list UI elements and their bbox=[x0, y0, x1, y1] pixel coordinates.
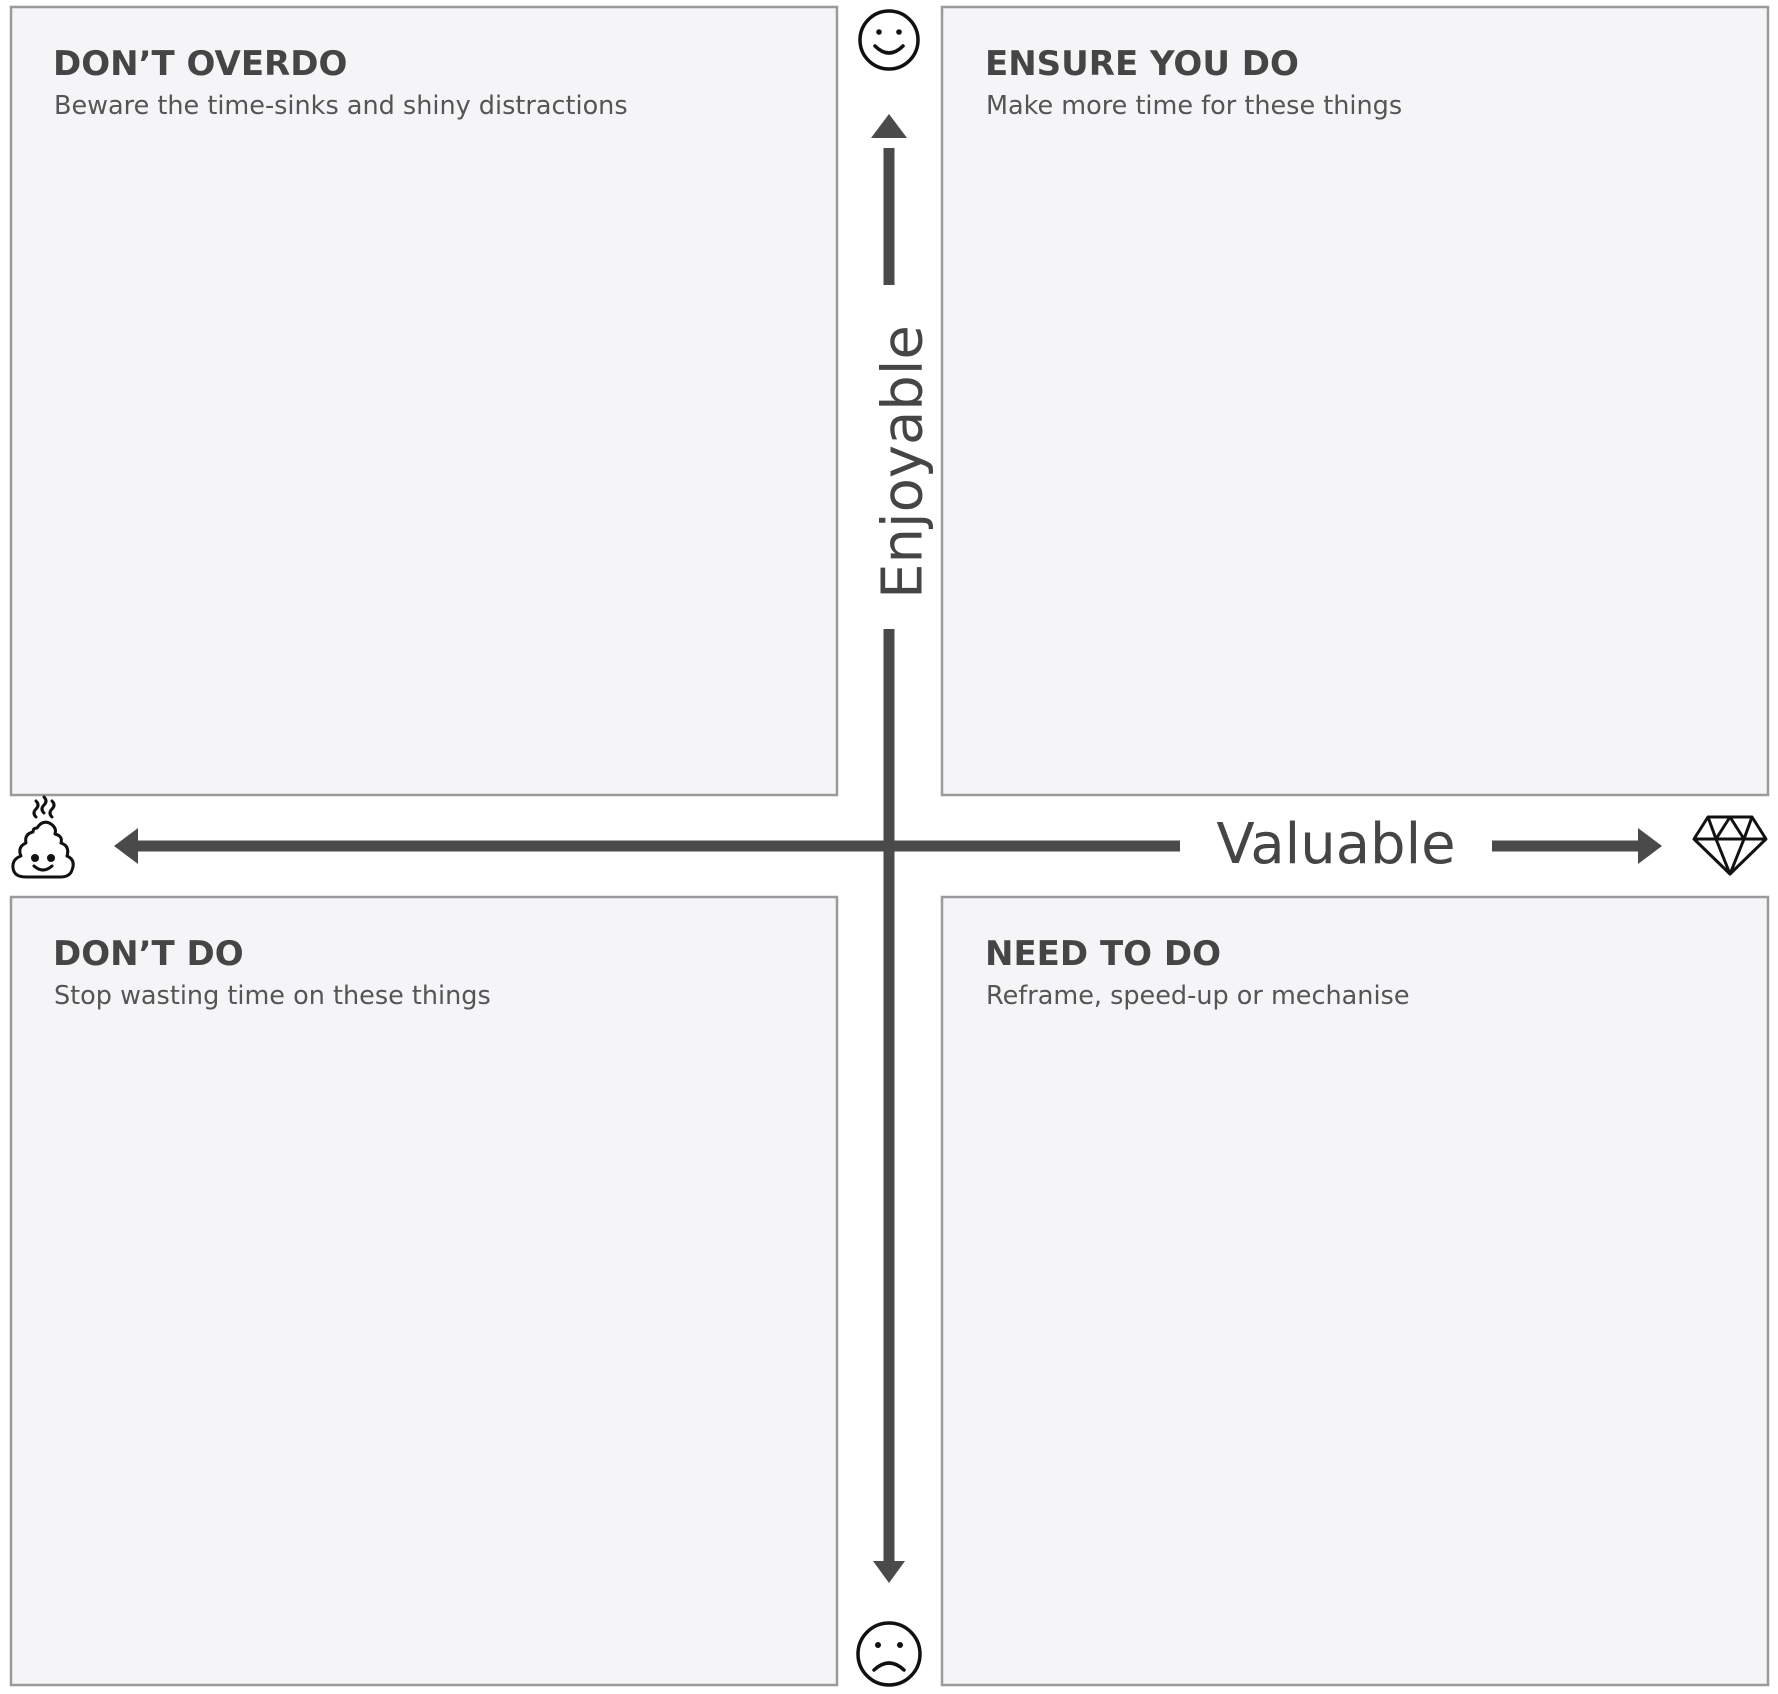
quadrant-title: ENSURE YOU DO bbox=[985, 44, 1299, 84]
quadrant-top-left: DON’T OVERDO Beware the time-sinks and s… bbox=[9, 5, 839, 797]
horizontal-axis-arrowhead-right bbox=[1638, 828, 1662, 864]
quadrant-title: DON’T DO bbox=[53, 934, 244, 974]
quadrant-bottom-right: NEED TO DO Reframe, speed-up or mechanis… bbox=[940, 895, 1770, 1687]
quadrant-top-right: ENSURE YOU DO Make more time for these t… bbox=[940, 5, 1770, 797]
quadrant-title: NEED TO DO bbox=[985, 934, 1221, 974]
vertical-axis: Enjoyable bbox=[871, 114, 936, 1583]
vertical-axis-arrowhead-up bbox=[871, 114, 907, 138]
poop-icon bbox=[11, 795, 75, 879]
quadrant-subtitle: Stop wasting time on these things bbox=[54, 981, 491, 1011]
horizontal-axis-label: Valuable bbox=[1216, 812, 1455, 877]
quadrant-subtitle: Reframe, speed-up or mechanise bbox=[986, 981, 1410, 1011]
smiley-face-icon bbox=[858, 9, 920, 71]
vertical-axis-label: Enjoyable bbox=[871, 325, 936, 599]
vertical-axis-arrowhead-down bbox=[873, 1561, 905, 1583]
quadrant-title: DON’T OVERDO bbox=[53, 44, 347, 84]
quadrant-subtitle: Make more time for these things bbox=[986, 91, 1402, 121]
diamond-icon bbox=[1692, 815, 1768, 876]
quadrant-subtitle: Beware the time-sinks and shiny distract… bbox=[54, 91, 628, 121]
frowning-face-icon bbox=[856, 1621, 922, 1687]
quadrant-bottom-left: DON’T DO Stop wasting time on these thin… bbox=[9, 895, 839, 1687]
horizontal-axis: Valuable bbox=[114, 812, 1662, 877]
horizontal-axis-arrowhead-left bbox=[114, 828, 138, 864]
